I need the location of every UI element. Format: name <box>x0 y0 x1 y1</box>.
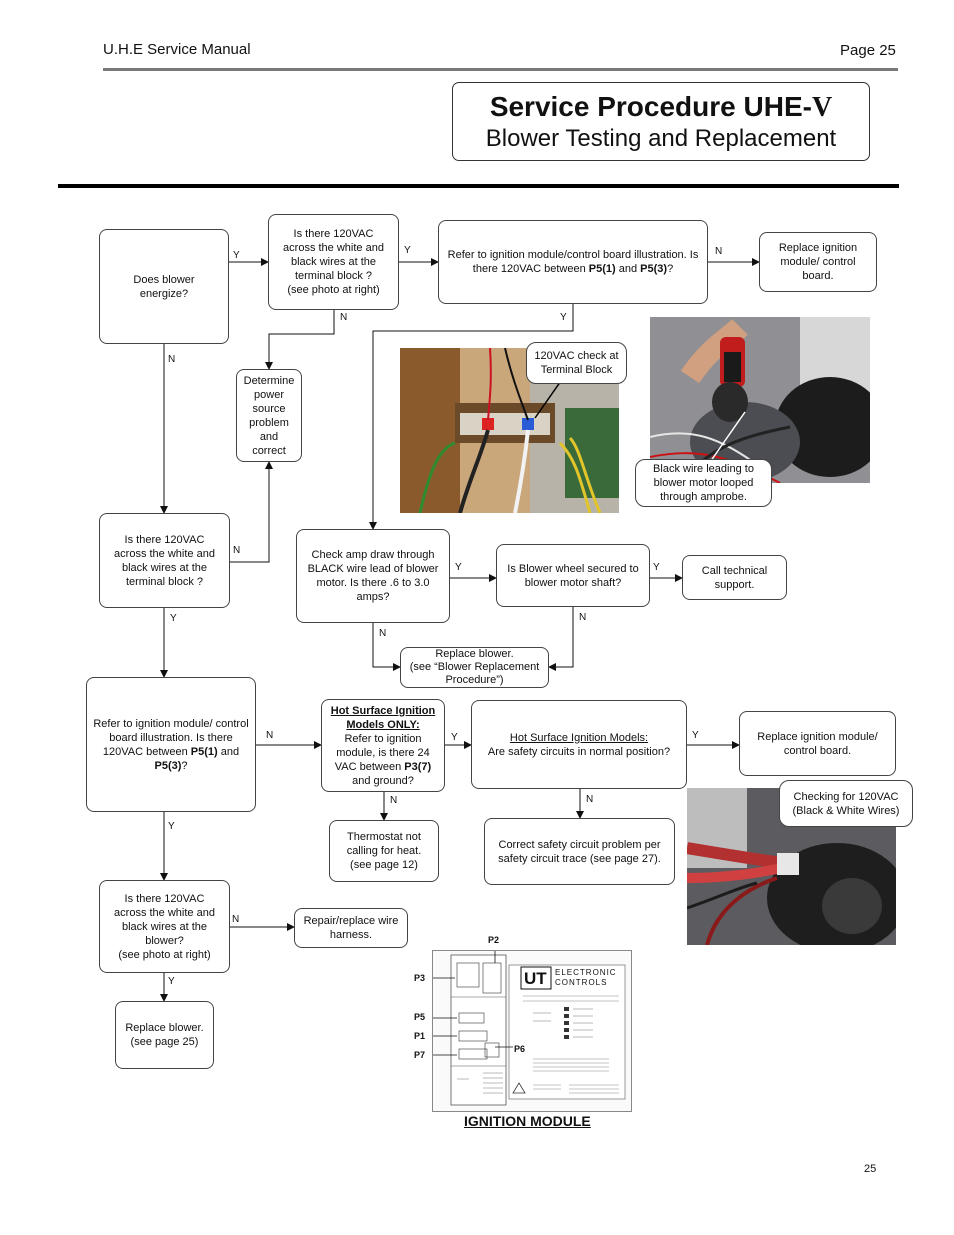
pin-label-p6: P6 <box>514 1044 526 1054</box>
amprobe-photo <box>650 317 870 483</box>
edge-label-no: N <box>379 628 387 639</box>
pin-label-p3: P3 <box>414 973 426 983</box>
module-caption: IGNITION MODULE <box>464 1113 591 1129</box>
ignition-module-illustration: UT ELECTRONIC CONTROLS <box>432 950 632 1112</box>
pin-label-p5: P5 <box>414 1012 426 1022</box>
pin-label-p2: P2 <box>488 935 500 945</box>
header-rule <box>103 68 898 71</box>
edge-label-no: N <box>233 545 241 556</box>
replace-blower-box: Replace blower. (see page 25) <box>115 1001 214 1069</box>
edge-label-yes: Y <box>170 613 177 624</box>
title-box: Service Procedure UHE-V Blower Testing a… <box>452 82 870 161</box>
blower-wheel-secured-box: Is Blower wheel secured to blower motor … <box>496 544 650 607</box>
refer-ignition-module-box: Refer to ignition module/control board i… <box>438 220 708 304</box>
edge-label-no: N <box>579 612 587 623</box>
safety-circuits-box: Hot Surface Ignition Models:Are safety c… <box>471 700 687 789</box>
edge-label-no: N <box>390 795 398 806</box>
edge-label-yes: Y <box>168 821 175 832</box>
edge-label-no: N <box>168 354 176 365</box>
footer-page-number: 25 <box>864 1163 877 1175</box>
edge-label-no: N <box>232 914 240 925</box>
refer-ignition-module-box-2: Refer to ignition module/ control board … <box>86 677 256 812</box>
edge-label-yes: Y <box>233 250 240 261</box>
replace-ignition-module-box-2: Replace ignition module/ control board. <box>739 711 896 776</box>
edge-label-no: N <box>586 794 594 805</box>
edge-label-yes: Y <box>692 730 699 741</box>
edge-label-yes: Y <box>168 976 175 987</box>
does-blower-energize-box: Does blower energize? <box>99 229 229 344</box>
edge-label-yes: Y <box>455 562 462 573</box>
call-technical-support-box: Call technical support. <box>682 555 787 600</box>
module-brand-line2: CONTROLS <box>555 978 608 987</box>
edge-label-yes: Y <box>451 732 458 743</box>
repair-wire-harness-box: Repair/replace wire harness. <box>294 908 408 948</box>
page-subtitle: Blower Testing and Replacement <box>485 125 837 152</box>
page-title: Service Procedure UHE-V <box>489 91 833 123</box>
amprobe-callout: Black wire leading to blower motor loope… <box>635 459 772 507</box>
section-rule <box>58 184 899 188</box>
edge-label-yes: Y <box>653 562 660 573</box>
edge-label-yes: Y <box>560 312 567 323</box>
blower-check-callout: Checking for 120VAC (Black & White Wires… <box>779 780 913 827</box>
edge-label-yes: Y <box>404 245 411 256</box>
module-brand-line1: ELECTRONIC <box>555 968 617 977</box>
pin-label-p1: P1 <box>414 1031 426 1041</box>
hot-surface-24vac-box: Hot Surface Ignition Models ONLY: Refer … <box>321 699 445 792</box>
manual-title: U.H.E Service Manual <box>103 41 251 58</box>
pin-label-p7: P7 <box>414 1050 426 1060</box>
terminal-block-callout: 120VAC check at Terminal Block <box>526 342 627 384</box>
page-label: Page 25 <box>840 42 896 59</box>
determine-power-source-box: Determine power source problem and corre… <box>236 369 302 462</box>
check-amp-draw-box: Check amp draw through BLACK wire lead o… <box>296 529 450 623</box>
edge-label-no: N <box>715 246 723 257</box>
replace-ignition-module-box: Replace ignition module/ control board. <box>759 232 877 292</box>
module-brand-ut: UT <box>524 969 547 988</box>
edge-label-no: N <box>266 730 274 741</box>
correct-safety-circuit-box: Correct safety circuit problem per safet… <box>484 818 675 885</box>
edge-label-no: N <box>340 312 348 323</box>
thermostat-not-calling-box: Thermostat not calling for heat. (see pa… <box>329 820 439 882</box>
